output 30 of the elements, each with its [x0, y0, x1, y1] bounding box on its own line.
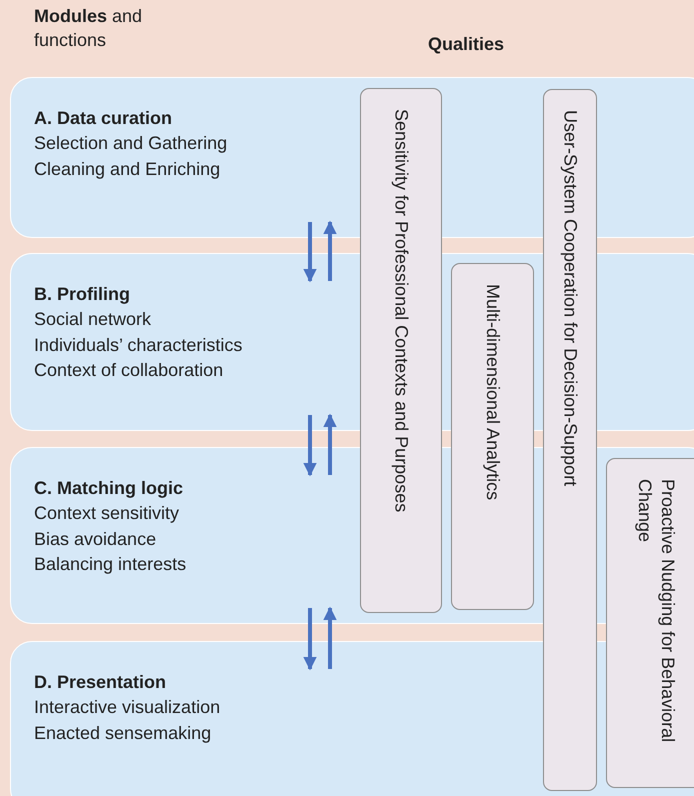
arrow: [303, 415, 317, 476]
quality-bar: [543, 89, 597, 791]
column-heading: Qualities: [428, 33, 504, 56]
quality-bar: [360, 88, 442, 613]
module-title: B. Profiling: [34, 283, 130, 306]
function-text: Context sensitivity: [34, 502, 180, 525]
arrow: [323, 606, 337, 669]
quality-text: User-System Cooperation for Decision-Support: [560, 110, 582, 486]
function-text: Cleaning and Enriching: [34, 158, 220, 181]
function-text: Context of collaboration: [34, 359, 224, 382]
quality-text: Sensitivity for Professional Contexts and Purposes: [390, 109, 412, 512]
function-text: Selection and Gathering: [34, 132, 228, 155]
quality-text: Multi-dimensional Analytics: [482, 284, 504, 500]
quality-text: Proactive Nudging for Behavioral Change: [634, 479, 679, 744]
quality-bar: [606, 458, 694, 788]
arrow: [303, 608, 317, 670]
column-heading: Modules and functions: [34, 5, 144, 52]
module-title: A. Data curation: [34, 107, 172, 130]
quality-bar: [451, 263, 534, 610]
arrow: [323, 414, 337, 475]
function-text: Interactive visualization: [34, 696, 220, 719]
function-text: Bias avoidance: [34, 528, 156, 550]
arrow: [323, 220, 337, 281]
arrow: [303, 222, 317, 282]
function-text: Individuals’ characteristics: [34, 334, 242, 356]
module-title: C. Matching logic: [34, 477, 184, 500]
module-title: D. Presentation: [34, 671, 166, 694]
function-text: Enacted sensemaking: [34, 722, 212, 745]
function-text: Balancing interests: [34, 553, 186, 576]
function-text: Social network: [34, 308, 152, 331]
